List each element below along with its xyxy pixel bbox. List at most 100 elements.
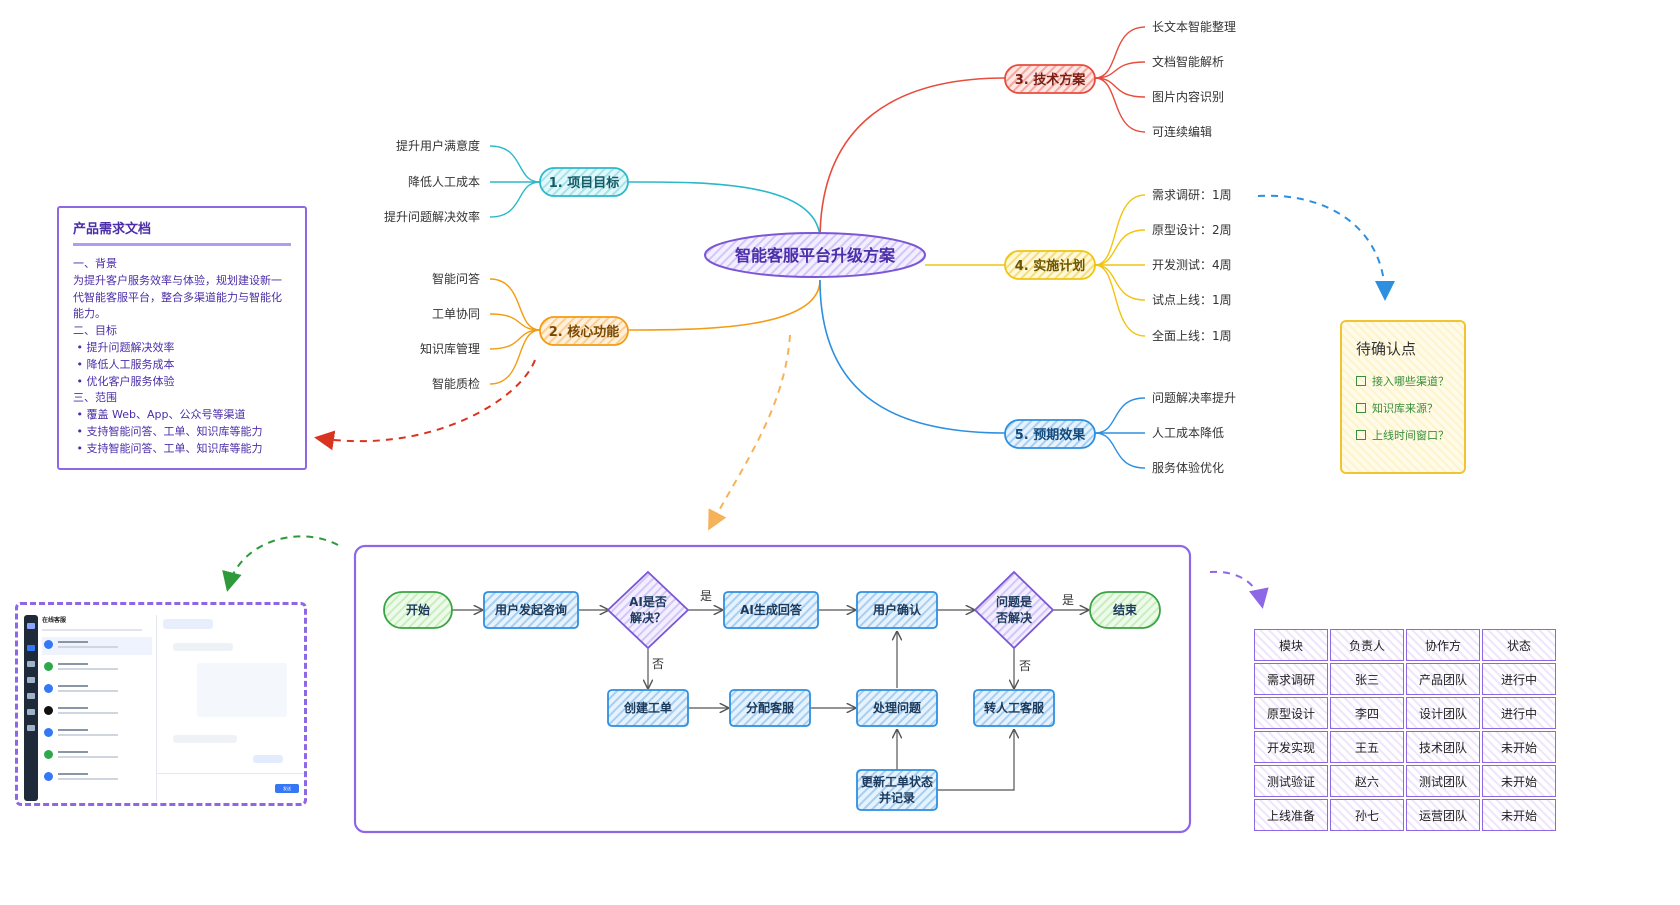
svg-text:4. 实施计划: 4. 实施计划 bbox=[1015, 258, 1086, 274]
pending-items-note[interactable]: 待确认点 接入哪些渠道？ 知识库来源？ 上线时间窗口？ bbox=[1340, 320, 1466, 474]
list-item[interactable] bbox=[42, 659, 152, 677]
svg-text:用户发起咨询: 用户发起咨询 bbox=[494, 602, 567, 617]
leaf: 原型设计：2周 bbox=[1152, 223, 1232, 237]
flow-node-solved[interactable]: 问题是 否解决 bbox=[973, 570, 1055, 650]
branch-node-b5[interactable]: 5. 预期效果 bbox=[1004, 419, 1096, 449]
flow-node-transfer[interactable]: 转人工客服 bbox=[973, 689, 1055, 727]
table-cell: 张三 bbox=[1330, 663, 1404, 695]
flowchart-frame bbox=[353, 544, 1192, 834]
flow-node-ai-solve[interactable]: AI是否 解决？ bbox=[606, 570, 690, 650]
ticket-icon[interactable] bbox=[27, 693, 35, 699]
flow-node-start[interactable]: 开始 bbox=[383, 591, 453, 629]
table-header-cell: 状态 bbox=[1482, 629, 1556, 661]
document-line: 代智能客服平台，整合多渠道能力与智能化 bbox=[73, 290, 282, 304]
svg-text:更新工单状态: 更新工单状态 bbox=[861, 774, 933, 789]
message-bubble bbox=[253, 755, 283, 763]
leaves-b3: 长文本智能整理 文档智能解析 图片内容识别 可连续编辑 bbox=[1152, 19, 1236, 139]
document-line: 二、目标 bbox=[73, 324, 117, 338]
table-cell: 测试验证 bbox=[1254, 765, 1328, 797]
svg-text:AI是否: AI是否 bbox=[629, 595, 667, 609]
leaf: 降低人工成本 bbox=[408, 175, 480, 189]
flow-node-create-ticket[interactable]: 创建工单 bbox=[607, 689, 689, 727]
send-button[interactable]: 发送 bbox=[275, 784, 299, 793]
avatar bbox=[44, 684, 53, 693]
message-bubble bbox=[173, 643, 233, 651]
leaf: 全面上线：1周 bbox=[1152, 328, 1232, 343]
branch-node-b2[interactable]: 2. 核心功能 bbox=[539, 316, 629, 346]
document-line: • 覆盖 Web、App、公众号等渠道 bbox=[73, 408, 246, 422]
list-item[interactable] bbox=[42, 681, 152, 699]
avatar bbox=[44, 662, 53, 671]
avatar bbox=[44, 706, 53, 715]
gear-icon[interactable] bbox=[27, 725, 35, 731]
requirements-document[interactable]: 产品需求文档 一、背景 为提升客户服务效率与体验，规划建设新一 代智能客服平台，… bbox=[57, 206, 307, 470]
document-line: 为提升客户服务效率与体验，规划建设新一 bbox=[73, 273, 282, 287]
leaf: 开发测试：4周 bbox=[1152, 257, 1232, 272]
checkbox-icon[interactable] bbox=[1356, 430, 1366, 440]
table-row: 原型设计 李四 设计团队 进行中 bbox=[1254, 697, 1556, 729]
table-cell: 未开始 bbox=[1482, 731, 1556, 763]
leaf: 长文本智能整理 bbox=[1152, 19, 1236, 34]
document-line: • 降低人工服务成本 bbox=[73, 357, 175, 371]
chat-panel: 发送 bbox=[156, 615, 304, 801]
table-cell: 未开始 bbox=[1482, 765, 1556, 797]
list-item[interactable] bbox=[42, 747, 152, 765]
flow-node-assign[interactable]: 分配客服 bbox=[729, 689, 811, 727]
table-row: 需求调研 张三 产品团队 进行中 bbox=[1254, 663, 1556, 695]
table-cell: 技术团队 bbox=[1406, 731, 1480, 763]
leaf: 智能质检 bbox=[432, 376, 480, 391]
avatar bbox=[44, 640, 53, 649]
chat-app-screenshot[interactable]: 在线客服 发送 bbox=[15, 602, 307, 806]
leaf: 知识库管理 bbox=[420, 341, 480, 356]
table-cell: 运营团队 bbox=[1406, 799, 1480, 831]
avatar bbox=[44, 728, 53, 737]
chat-icon[interactable] bbox=[27, 645, 35, 651]
svg-text:2. 核心功能: 2. 核心功能 bbox=[549, 324, 620, 340]
svg-text:转人工客服: 转人工客服 bbox=[984, 700, 1045, 715]
flow-node-end[interactable]: 结束 bbox=[1089, 591, 1161, 629]
flow-node-confirm[interactable]: 用户确认 bbox=[856, 591, 938, 629]
flow-node-update[interactable]: 更新工单状态 并记录 bbox=[856, 769, 938, 811]
inbox-icon[interactable] bbox=[27, 661, 35, 667]
list-item[interactable] bbox=[42, 725, 152, 743]
table-cell: 上线准备 bbox=[1254, 799, 1328, 831]
flow-edges bbox=[452, 610, 1088, 791]
flow-node-handle[interactable]: 处理问题 bbox=[856, 689, 938, 727]
leaves-b4: 需求调研：1周 原型设计：2周 开发测试：4周 试点上线：1周 全面上线：1周 bbox=[1152, 188, 1232, 343]
note-title: 待确认点 bbox=[1356, 340, 1417, 358]
leaf: 需求调研：1周 bbox=[1152, 188, 1232, 202]
list-item[interactable] bbox=[42, 703, 152, 721]
note-item[interactable]: 接入哪些渠道？ bbox=[1356, 373, 1450, 389]
list-item[interactable] bbox=[42, 637, 152, 655]
chat-header bbox=[163, 619, 213, 629]
branch-node-b3[interactable]: 3. 技术方案 bbox=[1004, 64, 1096, 94]
leaf: 人工成本降低 bbox=[1152, 426, 1224, 440]
connector-flow-to-table bbox=[1209, 570, 1269, 609]
table-cell: 开发实现 bbox=[1254, 731, 1328, 763]
branch-node-b1[interactable]: 1. 项目目标 bbox=[539, 167, 629, 197]
list-item[interactable] bbox=[42, 769, 152, 787]
edge-center-b1 bbox=[627, 181, 821, 241]
svg-text:1. 项目目标: 1. 项目目标 bbox=[549, 175, 620, 191]
document-line: • 支持智能问答、工单、知识库等能力 bbox=[73, 441, 263, 455]
flow-node-consult[interactable]: 用户发起咨询 bbox=[483, 591, 579, 629]
svg-text:3. 技术方案: 3. 技术方案 bbox=[1015, 72, 1087, 88]
chart-icon[interactable] bbox=[27, 709, 35, 715]
table-cell: 产品团队 bbox=[1406, 663, 1480, 695]
table-cell: 未开始 bbox=[1482, 799, 1556, 831]
flow-node-ai-answer[interactable]: AI生成回答 bbox=[723, 591, 819, 629]
svg-text:处理问题: 处理问题 bbox=[872, 700, 922, 715]
leaf: 问题解决率提升 bbox=[1152, 390, 1236, 405]
leaves-b5: 问题解决率提升 人工成本降低 服务体验优化 bbox=[1152, 390, 1236, 475]
leaf: 提升用户满意度 bbox=[396, 138, 480, 153]
svg-text:解决？: 解决？ bbox=[630, 610, 666, 625]
note-item[interactable]: 知识库来源？ bbox=[1356, 400, 1450, 416]
central-topic[interactable]: 智能客服平台升级方案 bbox=[704, 232, 926, 278]
document-line: • 支持智能问答、工单、知识库等能力 bbox=[73, 424, 263, 438]
checkbox-icon[interactable] bbox=[1356, 403, 1366, 413]
svg-text:开始: 开始 bbox=[406, 602, 430, 617]
user-icon[interactable] bbox=[27, 677, 35, 683]
note-item[interactable]: 上线时间窗口？ bbox=[1356, 427, 1450, 443]
checkbox-icon[interactable] bbox=[1356, 376, 1366, 386]
branch-node-b4[interactable]: 4. 实施计划 bbox=[1004, 250, 1096, 280]
